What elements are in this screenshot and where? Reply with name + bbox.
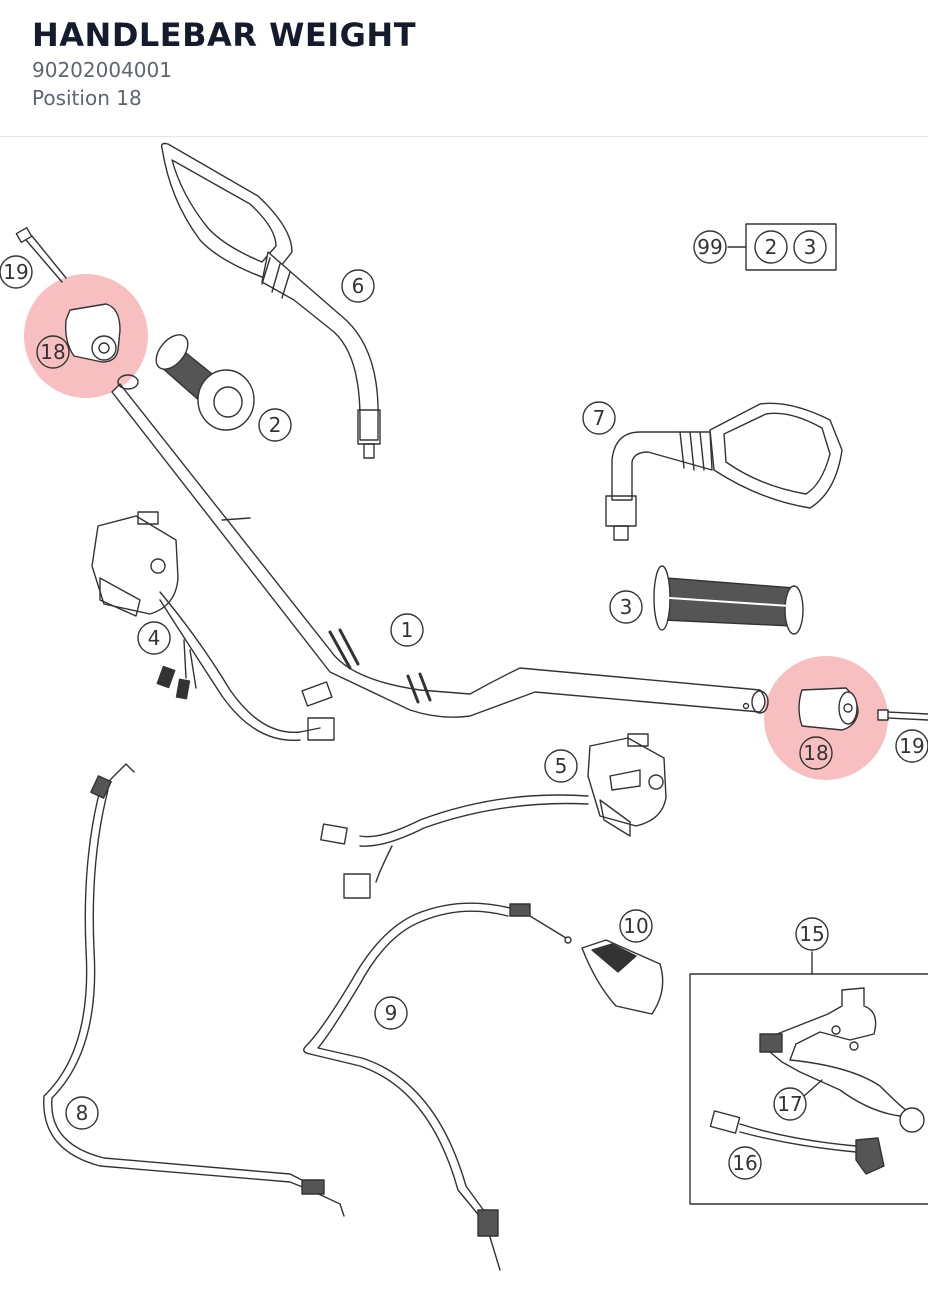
callout-7[interactable]: 7: [582, 401, 616, 435]
callout-9[interactable]: 9: [374, 996, 408, 1030]
callout-10[interactable]: 10: [619, 909, 653, 943]
callout-16[interactable]: 16: [728, 1146, 762, 1180]
svg-text:2: 2: [269, 413, 282, 437]
svg-text:18: 18: [803, 741, 828, 765]
right-handlebar-weight: [798, 687, 859, 731]
right-mirror-part: [605, 402, 843, 541]
cable-9-part: [303, 902, 572, 1271]
handlebar-part: [111, 374, 769, 718]
callout-17[interactable]: 17: [773, 1087, 807, 1121]
callout-5[interactable]: 5: [544, 749, 578, 783]
right-switch-part: [320, 733, 667, 899]
right-screw-part: [877, 709, 928, 721]
svg-text:17: 17: [777, 1092, 802, 1116]
svg-text:19: 19: [3, 260, 28, 284]
callout-99[interactable]: 99: [693, 230, 727, 264]
left-mirror-part: [160, 142, 381, 459]
position-label: Position 18: [32, 86, 142, 110]
svg-text:8: 8: [76, 1101, 89, 1125]
svg-text:6: 6: [352, 274, 365, 298]
svg-text:5: 5: [555, 754, 568, 778]
callout-19-right[interactable]: 19: [895, 729, 928, 763]
left-grip-part: [155, 334, 255, 431]
callout-18-left[interactable]: 18: [36, 335, 70, 369]
callout-1[interactable]: 1: [390, 613, 424, 647]
svg-text:3: 3: [620, 595, 633, 619]
callout-3[interactable]: 3: [609, 590, 643, 624]
callout-99-set-2[interactable]: 2: [754, 230, 788, 264]
svg-text:99: 99: [697, 235, 722, 259]
svg-text:1: 1: [401, 618, 414, 642]
cable-8-part: [43, 763, 345, 1217]
svg-text:9: 9: [385, 1001, 398, 1025]
exploded-parts-diagram: 1 2 3 4 5 6 7 8 9 10 15 16 17 18 18 19 1…: [0, 138, 928, 1290]
callout-2[interactable]: 2: [258, 408, 292, 442]
callout-19-left[interactable]: 19: [0, 255, 33, 289]
svg-text:18: 18: [40, 340, 65, 364]
svg-text:19: 19: [899, 734, 924, 758]
page-title: HANDLEBAR WEIGHT: [32, 16, 417, 54]
callout-15[interactable]: 15: [795, 917, 829, 951]
part-number: 90202004001: [32, 58, 172, 82]
svg-text:15: 15: [799, 922, 824, 946]
header: HANDLEBAR WEIGHT 90202004001 Position 18: [0, 0, 928, 137]
svg-text:16: 16: [732, 1151, 757, 1175]
svg-text:10: 10: [623, 914, 648, 938]
cable-cover-part: [581, 939, 664, 1015]
callout-4[interactable]: 4: [137, 621, 171, 655]
svg-text:7: 7: [593, 406, 606, 430]
left-screw-part: [15, 226, 67, 283]
callout-99-set-3[interactable]: 3: [793, 230, 827, 264]
svg-text:3: 3: [804, 235, 817, 259]
svg-text:4: 4: [148, 626, 161, 650]
callout-18-right[interactable]: 18: [799, 736, 833, 770]
left-handlebar-weight: [64, 303, 121, 363]
svg-text:2: 2: [765, 235, 778, 259]
lever-assembly-box: [689, 951, 928, 1205]
callout-8[interactable]: 8: [65, 1096, 99, 1130]
callout-6[interactable]: 6: [341, 269, 375, 303]
left-switch-part: [91, 511, 335, 741]
right-grip-part: [653, 565, 804, 635]
